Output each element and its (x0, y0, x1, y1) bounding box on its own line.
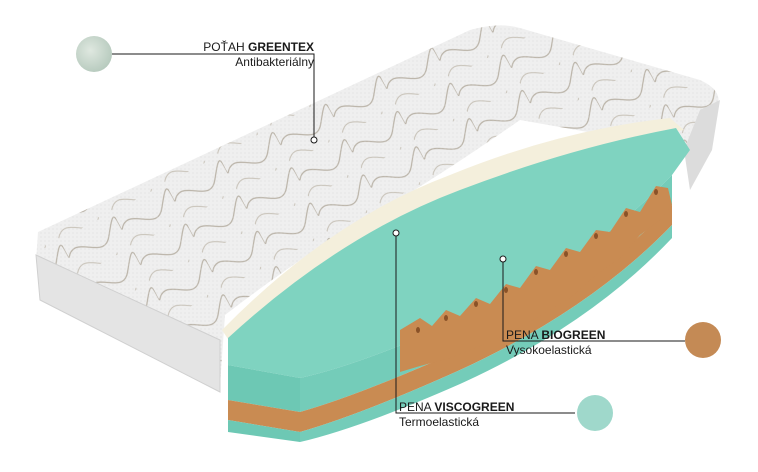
callout-greentex: POŤAH GREENTEX Antibakteriálny (203, 40, 314, 70)
callout-subtitle: Termoelastická (399, 415, 480, 429)
callout-subtitle: Vysokoelastická (506, 343, 592, 357)
viscogreen-swatch (577, 395, 613, 431)
biogreen-swatch (685, 322, 721, 358)
viscogreen-layer (228, 128, 690, 412)
biogreen-layer (228, 186, 672, 432)
callout-brand: VISCOGREEN (434, 400, 515, 414)
callout-prefix: PENA (399, 400, 432, 414)
leader-lines (112, 53, 685, 414)
callout-prefix: PENA (506, 328, 539, 342)
callout-subtitle: Antibakteriálny (235, 55, 314, 69)
mattress-cover (35, 25, 720, 393)
callout-viscogreen: PENA VISCOGREEN Termoelastická (399, 400, 514, 430)
callout-brand: GREENTEX (247, 40, 314, 54)
callout-brand: BIOGREEN (541, 328, 606, 342)
greentex-swatch (76, 36, 112, 72)
callout-prefix: POŤAH (203, 40, 245, 54)
callout-biogreen: PENA BIOGREEN Vysokoelastická (506, 328, 605, 358)
